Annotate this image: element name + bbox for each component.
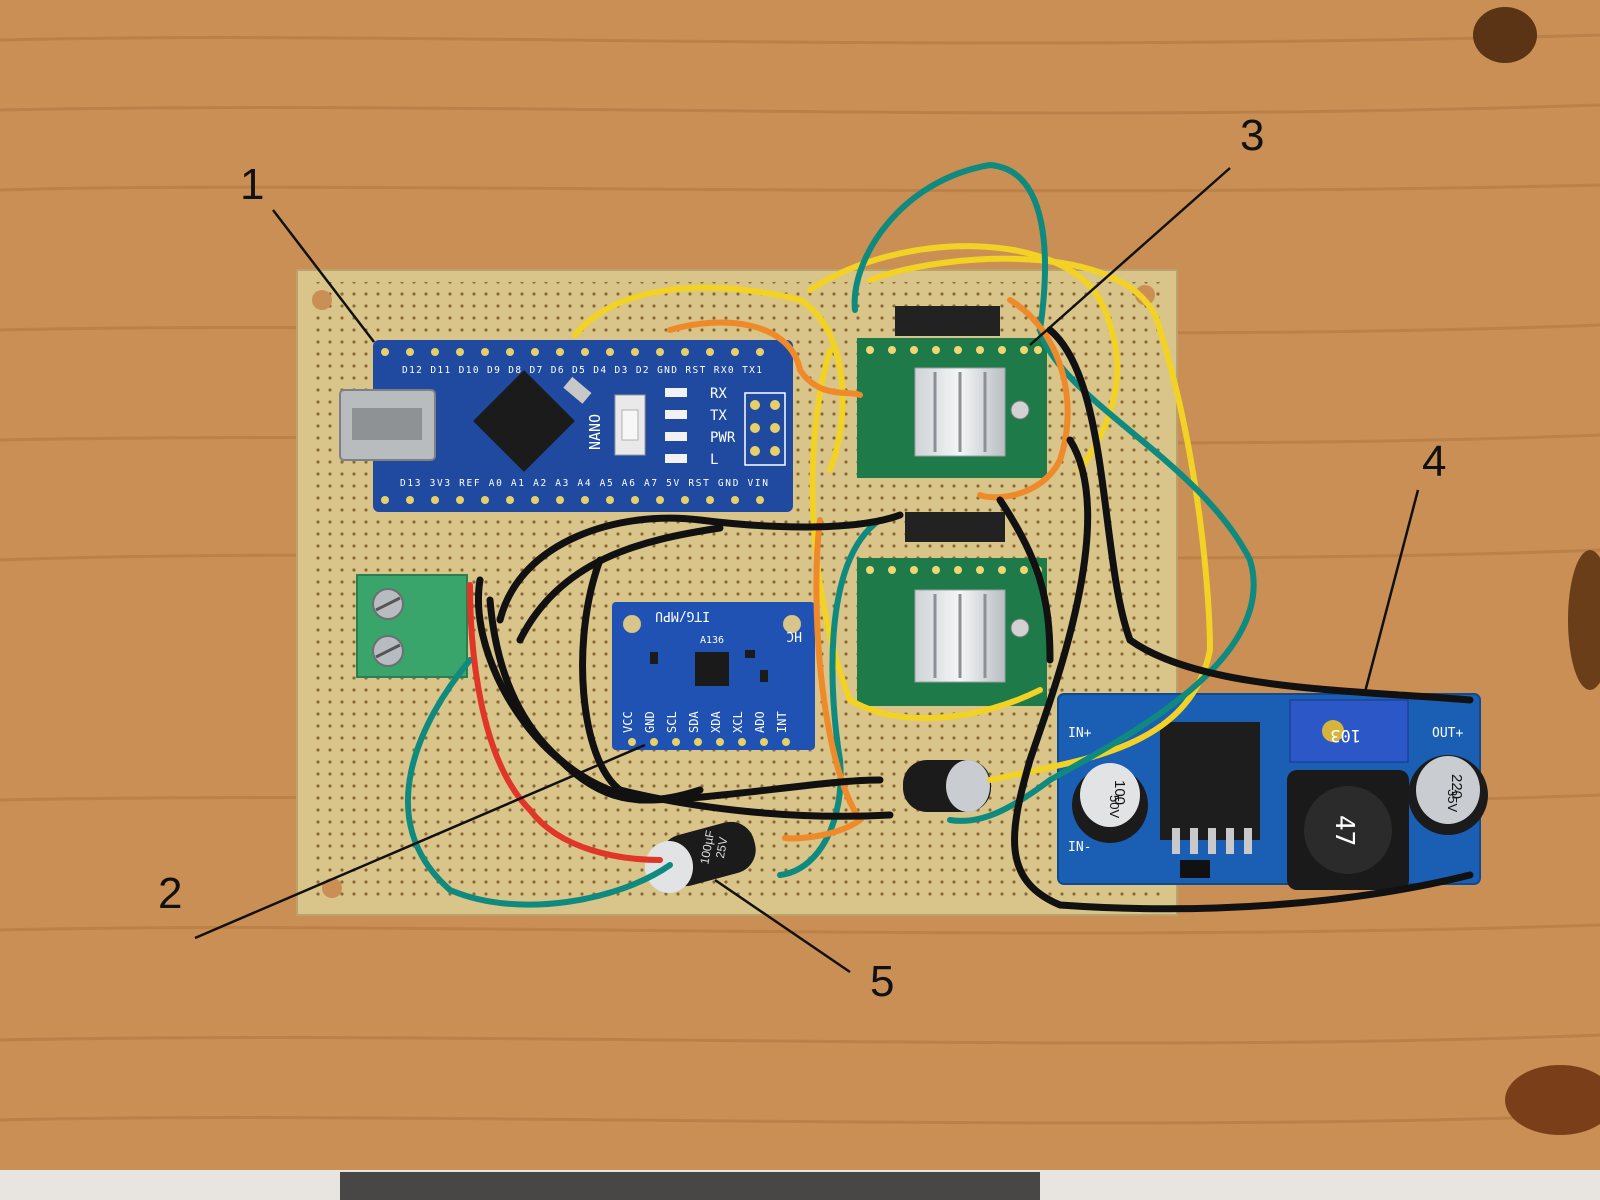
cap-small-value: 100µF (697, 829, 717, 865)
callout-1: 1 (240, 160, 265, 209)
led-tx-label: TX (710, 408, 727, 424)
mpu-pin-scl: SCL (665, 711, 679, 733)
callout-2: 2 (158, 869, 183, 918)
buck-cap-output: 220 35V (1408, 755, 1488, 835)
arduino-nano: D12 D11 D10 D9 D8 D7 D6 D5 D4 D3 D2 GND … (339, 340, 793, 512)
buck-in-plus: IN+ (1068, 726, 1092, 741)
wood-knot-bottom (1505, 1065, 1600, 1135)
regulator-ic (1160, 722, 1260, 840)
pin-header-middle (905, 512, 1005, 542)
buck-cap1-voltage: 50V (1107, 795, 1122, 818)
buck-converter: IN+ IN- OUT+ 103 47 100 50V 220 35V (1057, 693, 1488, 890)
buck-cap1-value: 100 (1111, 780, 1128, 805)
buck-pot-label: 103 (1330, 725, 1361, 745)
crystal (563, 376, 592, 404)
capacitor-middle (903, 760, 991, 812)
wires (405, 161, 1474, 913)
led-pwr-label: PWR (710, 430, 736, 446)
mpu-pin-xcl: XCL (731, 711, 745, 733)
capacitor-small: 100µF 25V (645, 821, 756, 893)
mpu-pin-ado: ADO (753, 711, 767, 733)
nano-bottom-pins: D13 3V3 REF A0 A1 A2 A3 A4 A5 A6 A7 5V R… (400, 478, 768, 489)
mpu-title: ITG/MPU (655, 608, 710, 623)
mpu-module: ITG/MPU HC A136 VCC GND SCL SDA XDA XCL … (612, 602, 815, 750)
reset-button (614, 394, 646, 456)
cap-small-voltage: 25V (713, 836, 730, 859)
mpu-pin-sda: SDA (687, 711, 701, 733)
nano-name-label: NANO (586, 414, 604, 450)
mpu-pin-xda: XDA (709, 711, 723, 733)
buck-inductor-label: 47 (1329, 815, 1359, 846)
inductor: 47 (1287, 770, 1409, 890)
callout-3: 3 (1240, 111, 1265, 160)
led-l-label: L (710, 452, 718, 468)
callout-leaders (194, 167, 1420, 974)
wood-knot-right (1568, 550, 1600, 690)
icsp-header (744, 392, 786, 466)
stepper-driver-bottom (857, 558, 1047, 706)
mpu-hc: HC (786, 628, 802, 643)
led-rx-label: RX (710, 386, 727, 402)
wood-knot-top (1473, 7, 1537, 63)
nano-top-pins: D12 D11 D10 D9 D8 D7 D6 D5 D4 D3 D2 GND … (402, 365, 762, 376)
mpu-chip-label: A136 (700, 635, 724, 646)
mpu-pin-gnd: GND (643, 711, 657, 733)
buck-in-minus: IN- (1068, 840, 1091, 855)
buck-out-plus: OUT+ (1432, 726, 1463, 741)
stepper-driver-top (857, 306, 1047, 478)
mpu-chip (695, 652, 729, 686)
buck-cap2-voltage: 35V (1445, 789, 1460, 812)
usb-mini-port (339, 389, 436, 461)
buck-cap2-value: 220 (1448, 774, 1465, 799)
callout-5: 5 (870, 957, 895, 1006)
trimmer-pot: 103 (1289, 699, 1409, 763)
callout-4: 4 (1422, 437, 1447, 486)
screw-terminal (356, 574, 468, 678)
buck-cap-input: 100 50V (1072, 763, 1148, 843)
mpu-pin-vcc: VCC (621, 711, 635, 733)
mpu-pin-int: INT (775, 711, 789, 733)
